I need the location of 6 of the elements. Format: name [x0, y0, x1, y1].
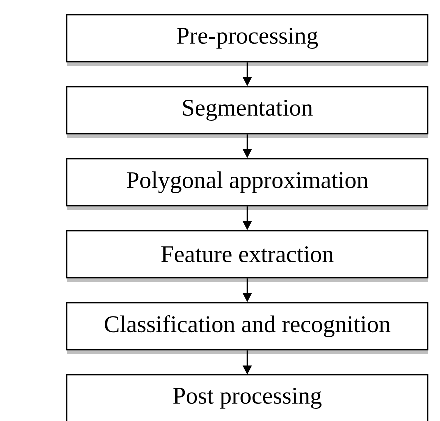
process-box: Pre-processing — [66, 14, 429, 66]
process-box: Segmentation — [66, 86, 429, 138]
process-box: Classification and recognition — [66, 302, 429, 354]
process-box: Polygonal approximation — [66, 158, 429, 210]
process-box: Feature extraction — [66, 230, 429, 282]
process-box: Post processing — [66, 374, 429, 421]
